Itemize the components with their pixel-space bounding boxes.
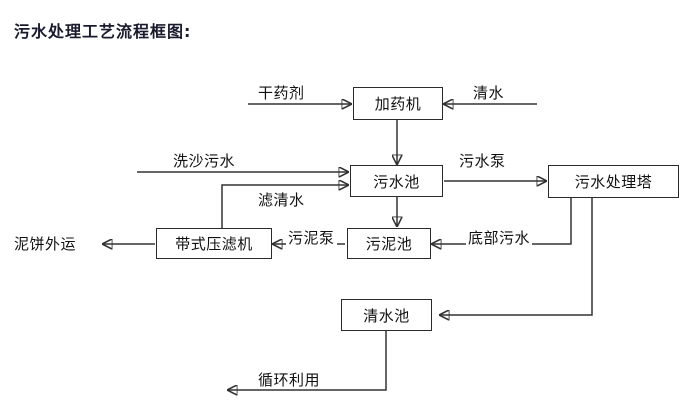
label-mud-cake-out: 泥饼外运 xyxy=(14,235,77,253)
label-dry-reagent: 干药剂 xyxy=(256,82,307,103)
label-sand-wash-wastewater: 洗沙污水 xyxy=(171,150,238,171)
label-filtered-clear-water: 滤清水 xyxy=(256,189,307,210)
node-clear-water-pool[interactable]: 清水池 xyxy=(341,299,432,331)
wire-clear-water-recycle xyxy=(228,331,387,390)
node-sludge-pool[interactable]: 污泥池 xyxy=(347,228,431,259)
wire-filtered-water-to-wastewater-pool xyxy=(221,185,348,228)
node-wastewater-pool[interactable]: 污水池 xyxy=(350,165,443,197)
node-treatment-tower[interactable]: 污水处理塔 xyxy=(548,165,679,198)
label-recycle-reuse: 循环利用 xyxy=(258,371,321,389)
node-dosing-machine[interactable]: 加药机 xyxy=(353,87,443,120)
page-title: 污水处理工艺流程框图: xyxy=(14,22,192,41)
wire-tower-to-clear-water-pool xyxy=(440,198,593,315)
node-belt-filter-press[interactable]: 带式压滤机 xyxy=(156,228,272,259)
label-clean-water: 清水 xyxy=(471,82,507,103)
label-sludge-pump: 污泥泵 xyxy=(286,227,337,248)
label-bottom-wastewater: 底部污水 xyxy=(466,227,533,248)
label-wastewater-pump: 污水泵 xyxy=(457,150,508,171)
